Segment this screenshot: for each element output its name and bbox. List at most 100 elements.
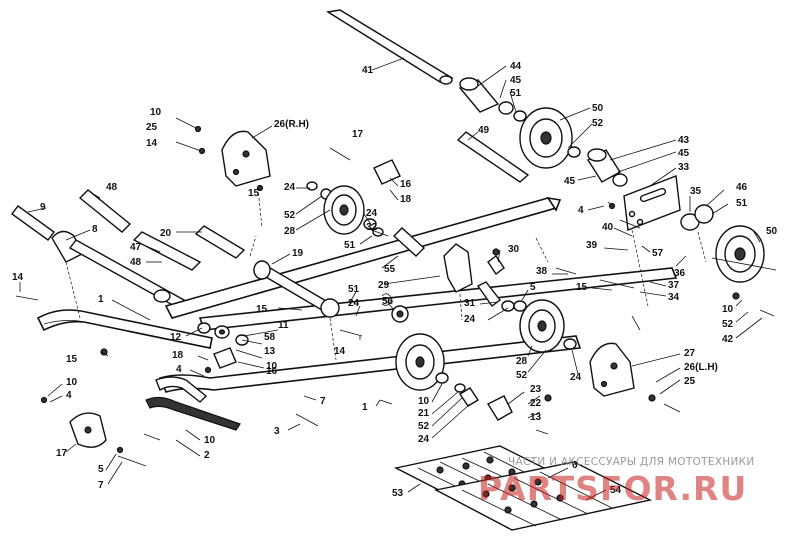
callout-18: 18 bbox=[400, 194, 412, 205]
callout-48: 48 bbox=[130, 257, 142, 268]
callout-52: 52 bbox=[516, 370, 528, 381]
upper-cross-shaft bbox=[326, 9, 454, 85]
callout-10: 10 bbox=[266, 361, 278, 372]
callout-14: 14 bbox=[12, 272, 24, 283]
callout-12: 12 bbox=[170, 332, 182, 343]
callout-26-lh: 27 bbox=[684, 348, 696, 359]
callout-5: 17 bbox=[56, 448, 68, 459]
callout-16: 16 bbox=[400, 179, 412, 190]
callout-51: 51 bbox=[344, 240, 356, 251]
callout-24: 24 bbox=[464, 314, 476, 325]
rear-idler-shaft bbox=[456, 131, 530, 183]
callout-17: 17 bbox=[352, 129, 364, 140]
rear-idler-wheel bbox=[680, 204, 777, 283]
callout-15: 15 bbox=[248, 188, 260, 199]
callout-54: 53 bbox=[392, 488, 404, 499]
callout-42: 52 bbox=[722, 319, 734, 330]
callout-21: 10 bbox=[418, 396, 430, 407]
callout-51: 51 bbox=[736, 198, 748, 209]
callout-14: 14 bbox=[334, 346, 346, 357]
callout-4: 4 bbox=[176, 364, 182, 375]
front-spacers bbox=[197, 322, 249, 369]
left-shafts bbox=[11, 189, 246, 271]
watermark-logo: PARTSFOR.RU bbox=[478, 469, 747, 508]
callout-55: 55 bbox=[384, 264, 396, 275]
right-slide-rail bbox=[158, 335, 582, 393]
callout-57: 57 bbox=[652, 248, 664, 259]
callout-51: 51 bbox=[510, 88, 522, 99]
callout-33: 33 bbox=[678, 162, 690, 173]
callout-24: 24 bbox=[284, 182, 296, 193]
callout-16: 16 bbox=[266, 366, 278, 377]
callout-58: 58 bbox=[264, 332, 276, 343]
callout-8: 8 bbox=[92, 224, 98, 235]
callout-27: 42 bbox=[722, 334, 734, 345]
callout-leaders bbox=[19, 57, 763, 501]
callout-52: 21 bbox=[418, 408, 430, 419]
callout-52: 52 bbox=[284, 210, 296, 221]
callout-28: 28 bbox=[284, 226, 296, 237]
assembly-lines bbox=[65, 187, 707, 361]
callout-43: 43 bbox=[678, 135, 690, 146]
callout-3: 2 bbox=[204, 450, 210, 461]
callout-24: 24 bbox=[570, 372, 582, 383]
callout-9: 9 bbox=[40, 202, 46, 213]
callout-49: 49 bbox=[478, 125, 490, 136]
front-arm bbox=[51, 230, 186, 309]
callout-24: 24 bbox=[348, 298, 360, 309]
callout-25: 25 bbox=[146, 122, 158, 133]
callout-19: 19 bbox=[292, 248, 304, 259]
callout-45: 45 bbox=[678, 148, 690, 159]
shock-linkage bbox=[392, 227, 515, 312]
front-lower-wheel bbox=[395, 333, 479, 407]
callout-38: 38 bbox=[536, 266, 548, 277]
slide-block-lower bbox=[486, 395, 513, 421]
callout-48: 48 bbox=[106, 182, 118, 193]
callout-44: 44 bbox=[510, 61, 522, 72]
callout-45: 45 bbox=[510, 75, 522, 86]
center-shaft bbox=[252, 260, 340, 318]
callout-41: 41 bbox=[362, 65, 374, 76]
callout-11: 11 bbox=[278, 320, 289, 331]
callout-24: 24 bbox=[366, 208, 378, 219]
callout-18: 18 bbox=[172, 350, 184, 361]
rh-bracket bbox=[221, 130, 271, 187]
callout-7: 4 bbox=[66, 390, 72, 401]
callout-50: 50 bbox=[592, 103, 604, 114]
callout-23: 24 bbox=[418, 434, 430, 445]
wear-strips bbox=[145, 376, 241, 431]
callout-40: 40 bbox=[602, 222, 614, 233]
callout-52: 52 bbox=[592, 118, 604, 129]
callout-35: 35 bbox=[690, 186, 702, 197]
callout-45: 45 bbox=[564, 176, 576, 187]
callout-4: 10 bbox=[66, 377, 78, 388]
callout-10: 25 bbox=[684, 376, 696, 387]
callout-10: 10 bbox=[150, 107, 162, 118]
bolts bbox=[15, 117, 775, 467]
callout-32: 32 bbox=[366, 222, 378, 233]
slide-block-upper bbox=[373, 159, 401, 185]
watermark: ЧАСТИ И АКСЕССУАРЫ ДЛЯ МОТОТЕХНИКИ PARTS… bbox=[478, 456, 754, 508]
rear-bracket-plate bbox=[623, 175, 681, 231]
callout-2: 10 bbox=[204, 435, 216, 446]
callout-1: 1 bbox=[98, 294, 104, 305]
callout-47: 47 bbox=[130, 242, 142, 253]
upper-rail bbox=[164, 196, 562, 319]
left-slide-rail bbox=[36, 309, 213, 349]
callout-52: 10 bbox=[722, 304, 734, 315]
callout-51: 51 bbox=[348, 284, 360, 295]
callout-56: 56 bbox=[382, 296, 394, 307]
callout-15: 15 bbox=[576, 282, 588, 293]
callout-7: 5 bbox=[98, 464, 104, 475]
callout-54: 54 bbox=[610, 485, 622, 496]
middle-lower-wheel bbox=[513, 299, 577, 353]
callout-labels: 41 44 45 51 50 52 49 43 45 33 45 10 25 1… bbox=[12, 61, 778, 499]
middle-upper-wheel bbox=[306, 181, 384, 237]
idler-wheel-upper bbox=[519, 107, 581, 169]
callout-17: 3 bbox=[274, 426, 280, 437]
callout-4: 4 bbox=[578, 205, 584, 216]
track-section-lower bbox=[433, 461, 653, 531]
callout-1: 7 bbox=[320, 396, 326, 407]
callout-30: 30 bbox=[508, 244, 520, 255]
